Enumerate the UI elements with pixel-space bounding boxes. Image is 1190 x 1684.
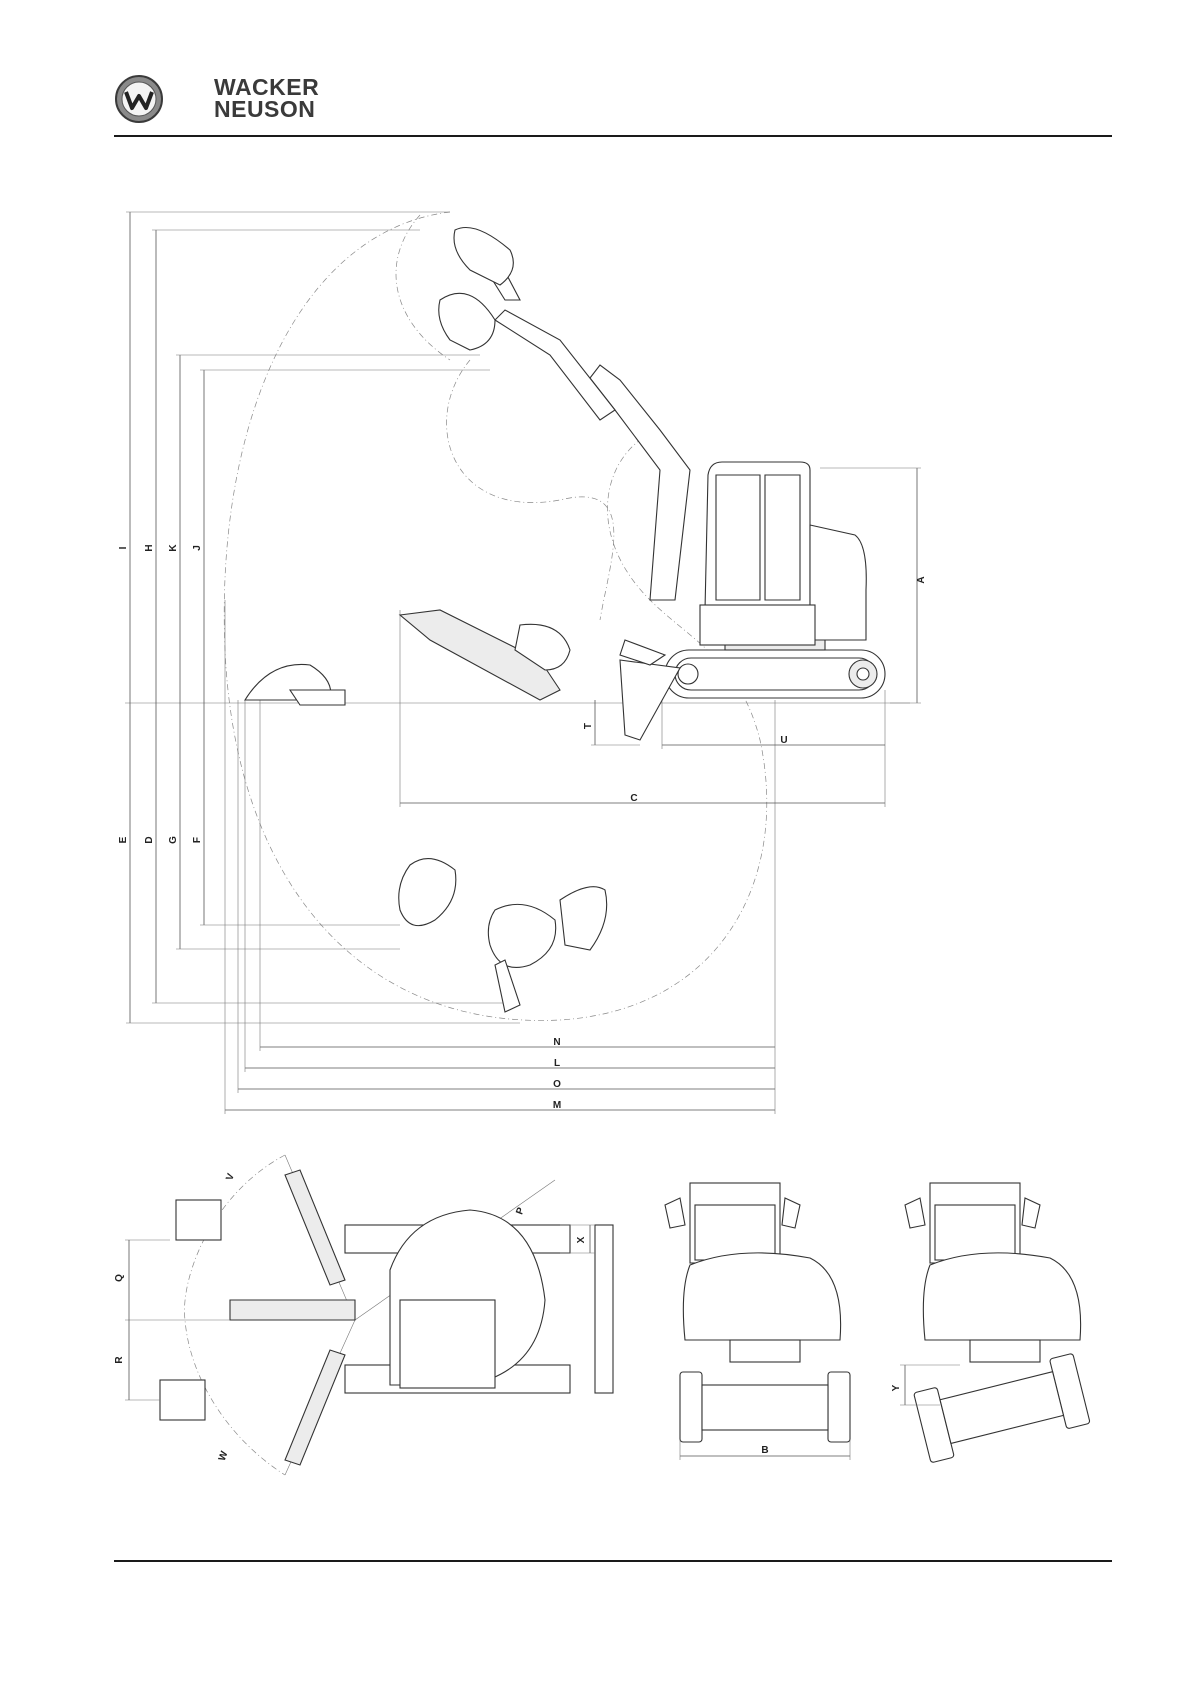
dim-label-O: O — [553, 1079, 561, 1090]
bucket-high-2 — [439, 293, 495, 350]
stick — [495, 310, 615, 420]
dim-label-K: K — [168, 544, 179, 552]
body-front-2 — [923, 1253, 1080, 1340]
dim-label-U: U — [780, 735, 787, 746]
bucket-deep-1 — [399, 859, 456, 926]
dim-label-E: E — [118, 836, 129, 843]
dim-label-D: D — [144, 836, 155, 843]
dim-label-X: X — [576, 1236, 587, 1243]
cab-top — [400, 1300, 495, 1388]
body-front-1 — [683, 1253, 840, 1340]
top-view — [125, 1155, 613, 1475]
track-front-right-1 — [828, 1372, 850, 1442]
bucket-top — [176, 1200, 221, 1240]
dim-label-B: B — [761, 1445, 768, 1456]
arm-left-down — [285, 1350, 345, 1465]
bucket-high-1 — [454, 228, 513, 286]
reach-envelope-outer — [224, 212, 767, 1020]
arm-center — [230, 1300, 355, 1320]
dim-label-Q: Q — [114, 1274, 125, 1282]
dim-label-J: J — [192, 545, 203, 551]
front-view-level — [665, 1183, 850, 1460]
dim-label-A: A — [916, 576, 927, 583]
dim-label-N: N — [553, 1037, 560, 1048]
dim-label-I: I — [118, 546, 129, 549]
dim-label-W: W — [217, 1449, 231, 1462]
dim-label-H: H — [144, 544, 155, 551]
bucket-deep-2 — [488, 904, 555, 967]
dim-label-G: G — [168, 836, 179, 844]
dim-label-L: L — [554, 1058, 560, 1069]
dim-label-M: M — [553, 1100, 561, 1111]
track-front-left-1 — [680, 1372, 702, 1442]
dim-label-Y: Y — [891, 1384, 902, 1391]
dim-label-F: F — [192, 837, 203, 843]
side-view — [125, 212, 921, 1114]
dim-label-T: T — [583, 723, 594, 729]
dim-label-P: P — [514, 1206, 527, 1216]
front-view-tilted — [900, 1183, 1090, 1463]
engine-hood — [810, 525, 866, 640]
dim-label-C: C — [630, 793, 637, 804]
dim-label-V: V — [224, 1172, 237, 1182]
arm-left-up — [285, 1170, 345, 1285]
bucket-bottom — [160, 1380, 205, 1420]
dozer-blade — [620, 660, 680, 740]
dim-label-R: R — [114, 1356, 125, 1364]
